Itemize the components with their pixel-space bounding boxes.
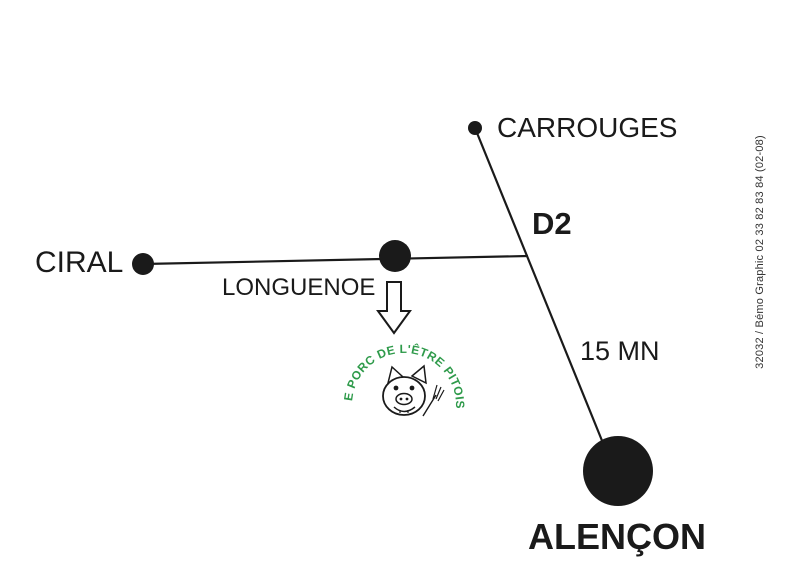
farm-logo: LE PORC DE L'ÊTRE PITOIS — [0, 0, 467, 417]
down-arrow-icon — [376, 281, 412, 335]
fork-icon — [422, 384, 445, 417]
longuenoe-marker — [379, 240, 411, 272]
road-name-label: D2 — [532, 206, 572, 241]
alencon-marker — [583, 436, 653, 506]
road-ciral-to-junction — [142, 254, 529, 266]
ciral-marker — [132, 253, 154, 275]
road-duration-label: 15 MN — [580, 336, 660, 366]
longuenoe-label: LONGUENOE — [222, 274, 375, 301]
printer-credit: 32032 / Bémo Graphic 02 33 82 83 84 (02-… — [754, 135, 766, 369]
carrouges-marker — [468, 121, 482, 135]
farm-logo-text: LE PORC DE L'ÊTRE PITOIS — [0, 0, 467, 409]
farm-logo-text-path: LE PORC DE L'ÊTRE PITOIS — [0, 0, 467, 409]
carrouges-label: CARROUGES — [497, 112, 677, 143]
alencon-label: ALENÇON — [528, 516, 706, 557]
pig-face-icon — [382, 364, 427, 416]
road-d2 — [473, 127, 607, 449]
ciral-label: CIRAL — [35, 246, 123, 279]
